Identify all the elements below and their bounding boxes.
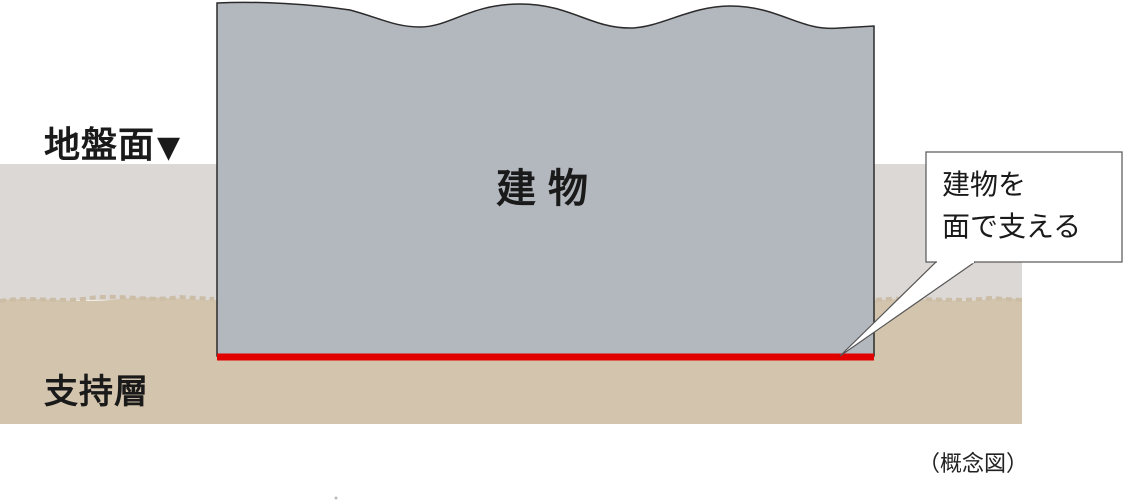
ground-surface-text: 地盤面 — [44, 125, 156, 166]
ground-level-marker-icon: ▼ — [157, 130, 182, 165]
callout-text: 建物を 面で支える — [926, 152, 1122, 262]
soil-boundary-texture-right — [875, 295, 1023, 302]
callout-box-frame — [925, 151, 1123, 263]
concept-diagram-note: （概念図） — [918, 452, 1029, 477]
support-layer-label: 支持層 — [44, 372, 149, 412]
soil-boundary-texture — [0, 294, 215, 303]
callout-line-2: 面で支える — [942, 210, 1082, 243]
callout-line-1: 建物を — [942, 168, 1027, 201]
building-label: 建物 — [496, 166, 600, 212]
ground-surface-label: 地盤面▼ — [44, 116, 181, 168]
building-shape — [216, 1, 875, 357]
stray-dot — [334, 496, 338, 500]
